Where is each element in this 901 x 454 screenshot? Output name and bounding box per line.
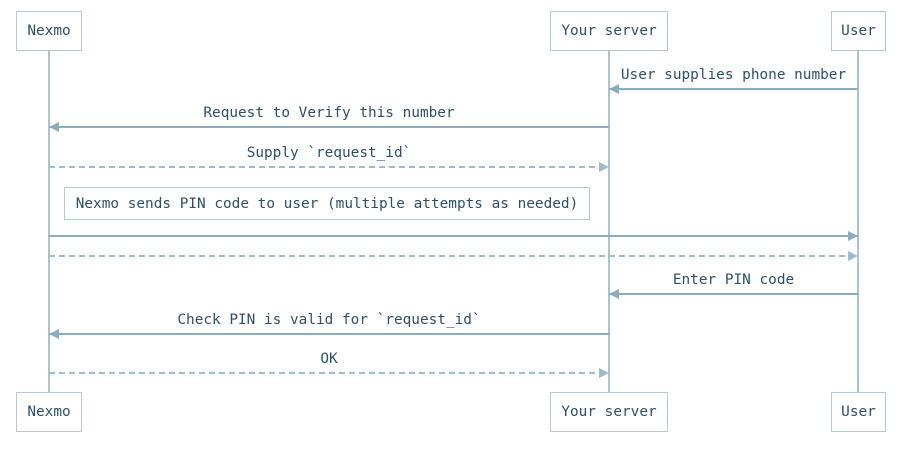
arrowhead-icon <box>599 368 609 378</box>
message-line <box>49 372 609 374</box>
arrowhead-icon <box>49 329 59 339</box>
message-label: User supplies phone number <box>620 67 847 83</box>
message-line <box>609 293 858 295</box>
actor-server-top: Your server <box>550 11 668 51</box>
message-label: Check PIN is valid for `request_id` <box>177 312 481 328</box>
message-line <box>49 235 858 237</box>
message-label: OK <box>320 351 338 367</box>
actor-user-top: User <box>831 11 886 51</box>
message-line <box>49 166 609 168</box>
arrowhead-icon <box>848 231 858 241</box>
arrowhead-icon <box>848 251 858 261</box>
actor-user-bottom: User <box>831 392 886 432</box>
arrowhead-icon <box>609 84 619 94</box>
actor-nexmo-top: Nexmo <box>16 11 82 51</box>
message-label: Enter PIN code <box>672 272 795 288</box>
message-line <box>609 88 858 90</box>
message-line <box>49 255 858 257</box>
message-line <box>49 333 609 335</box>
actor-nexmo-bottom: Nexmo <box>16 392 82 432</box>
arrowhead-icon <box>609 289 619 299</box>
message-line <box>49 126 609 128</box>
lifeline-user <box>857 51 859 392</box>
arrowhead-icon <box>49 122 59 132</box>
message-label: Supply `request_id` <box>246 145 412 161</box>
actor-server-bottom: Your server <box>550 392 668 432</box>
note-text: Nexmo sends PIN code to user (multiple a… <box>75 195 579 212</box>
lifeline-nexmo <box>48 51 50 392</box>
lifeline-server <box>608 51 610 392</box>
arrowhead-icon <box>599 162 609 172</box>
message-label: Request to Verify this number <box>203 105 455 121</box>
note-box: Nexmo sends PIN code to user (multiple a… <box>64 187 590 220</box>
